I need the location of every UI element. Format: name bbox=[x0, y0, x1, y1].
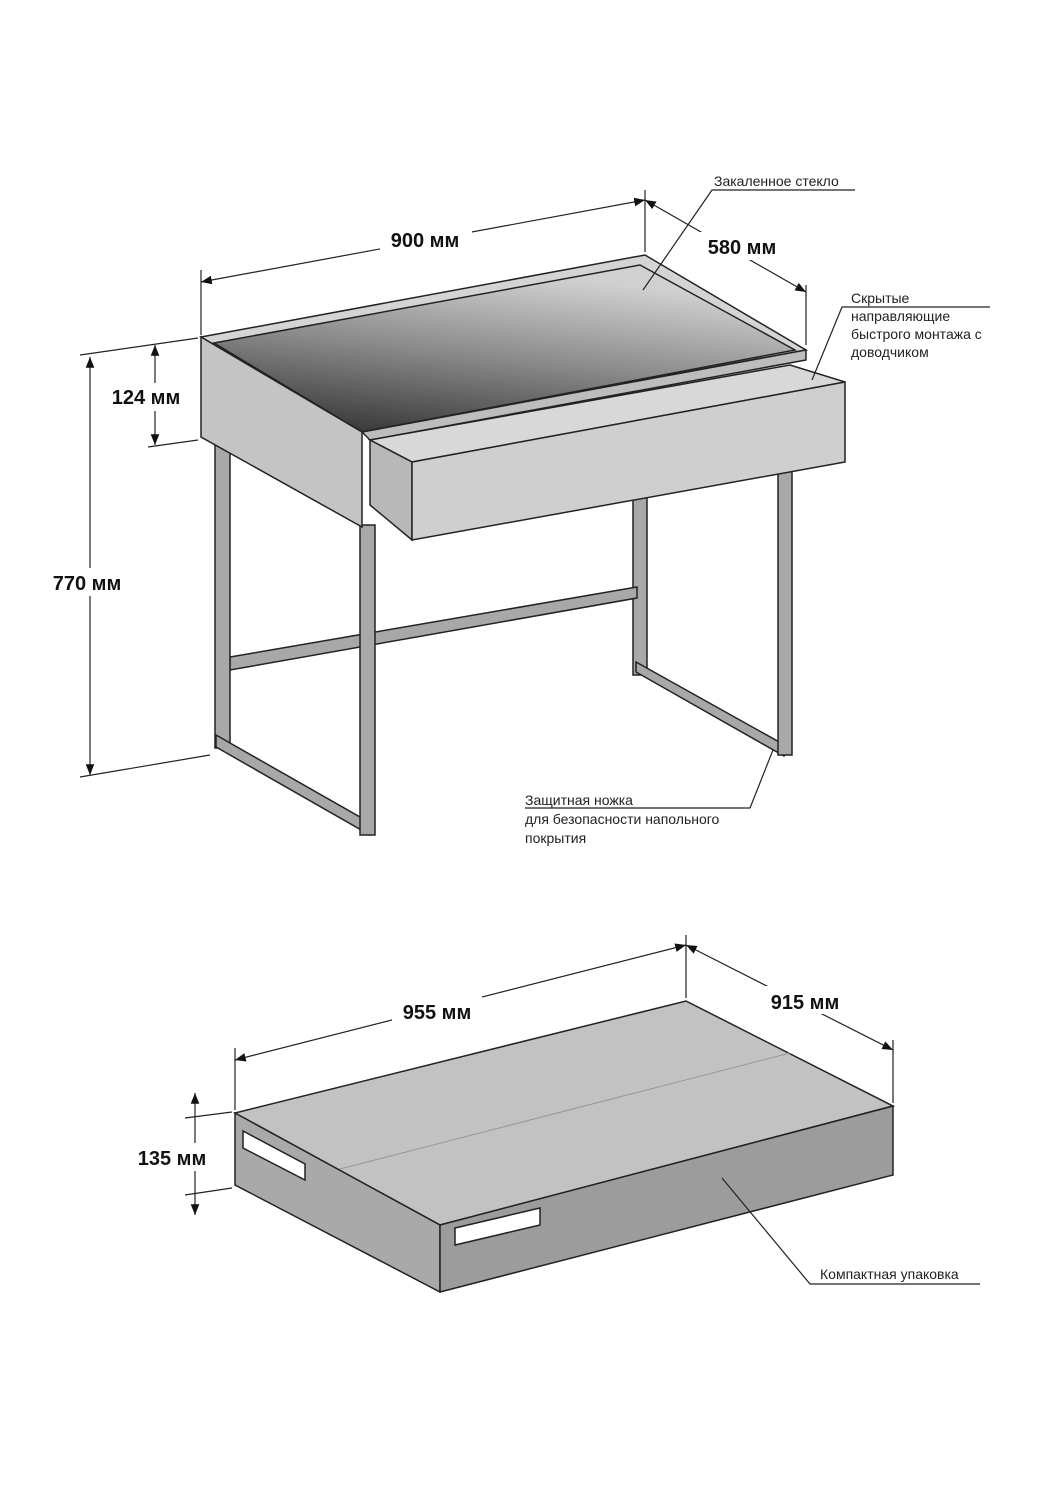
desk-annotations: Закаленное стекло Скрытые направляющие б… bbox=[525, 173, 990, 846]
package-annotation: Компактная упаковка bbox=[721, 1177, 980, 1285]
note-foot-3: покрытия bbox=[525, 830, 586, 846]
right-front-leg bbox=[777, 467, 793, 756]
box-handle-front bbox=[454, 1207, 541, 1246]
right-bottom-frame bbox=[635, 660, 792, 757]
left-bottom-frame bbox=[215, 733, 375, 837]
package-width-label: 915 мм bbox=[771, 992, 840, 1014]
package-dimensions: 955 мм 915 мм 135 мм bbox=[128, 935, 894, 1215]
package-length-label: 955 мм bbox=[403, 1002, 472, 1024]
note-rails-4: доводчиком bbox=[851, 344, 929, 360]
note-package: Компактная упаковка bbox=[820, 1266, 959, 1282]
box-front bbox=[439, 1105, 894, 1293]
drawer-front bbox=[411, 381, 846, 541]
box-handle-side bbox=[242, 1129, 306, 1182]
note-rails-2: направляющие bbox=[851, 308, 950, 324]
package-box bbox=[232, 1000, 896, 1294]
left-back-leg bbox=[214, 442, 231, 749]
package-height-label: 135 мм bbox=[138, 1148, 207, 1170]
note-foot-2: для безопасности напольного bbox=[525, 811, 720, 827]
desk-width-label: 900 мм bbox=[391, 230, 460, 252]
drawer-height-label: 124 мм bbox=[112, 387, 181, 409]
note-glass: Закаленное стекло bbox=[714, 173, 839, 189]
desk-front-edge bbox=[360, 349, 807, 441]
left-front-leg bbox=[359, 524, 376, 836]
desk-side-panel bbox=[200, 335, 363, 529]
desk-depth-label: 580 мм bbox=[708, 237, 777, 259]
desk-height-label: 770 мм bbox=[53, 573, 122, 595]
desk-dimensions: 900 мм 580 мм 124 мм 770 мм bbox=[42, 190, 807, 778]
desk-drawing bbox=[198, 254, 846, 837]
note-foot-1: Защитная ножка bbox=[525, 792, 633, 808]
stretcher-bar bbox=[229, 586, 638, 671]
back-right-leg bbox=[632, 494, 648, 676]
note-rails-1: Скрытые bbox=[851, 290, 910, 306]
note-rails-3: быстрого монтажа с bbox=[851, 326, 982, 342]
